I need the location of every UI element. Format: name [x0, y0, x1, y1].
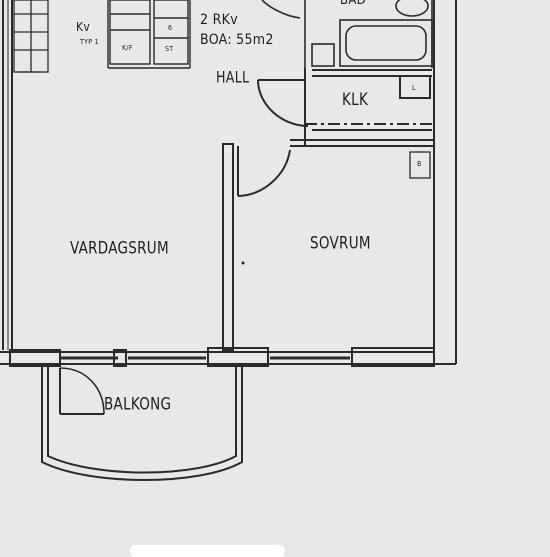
apartment-area: BOA: 55m2	[200, 32, 274, 48]
room-label-vardagsrum: VARDAGSRUM	[70, 237, 169, 259]
bathroom	[261, 0, 433, 68]
room-label-klk: KLK	[342, 88, 369, 110]
balcony-outline	[41, 364, 243, 481]
unit-code: Kv	[76, 20, 91, 34]
hall-walls	[257, 68, 434, 147]
bottom-wall	[0, 347, 435, 367]
room-label-balkong: BALKONG	[104, 393, 172, 415]
kitchen-cabinets	[107, 0, 191, 69]
window-grid	[13, 0, 49, 73]
unit-type: TYP 1	[80, 38, 99, 46]
room-label-bad: BAD	[340, 0, 366, 8]
wardrobe-mark-b: B	[417, 160, 422, 168]
cabinet-label-st: ST	[165, 45, 174, 53]
room-label-hall: HALL	[216, 68, 250, 88]
cabinet-label-kf: K/F	[122, 44, 133, 52]
bottom-overlay-tab	[130, 545, 285, 557]
room-label-sovrum: SOVRUM	[310, 232, 371, 254]
cabinet-label-6: 6	[168, 24, 173, 32]
partition-wall	[222, 143, 431, 351]
apartment-rooms: 2 RKv	[200, 12, 238, 28]
wardrobe-mark-l: L	[412, 84, 416, 92]
